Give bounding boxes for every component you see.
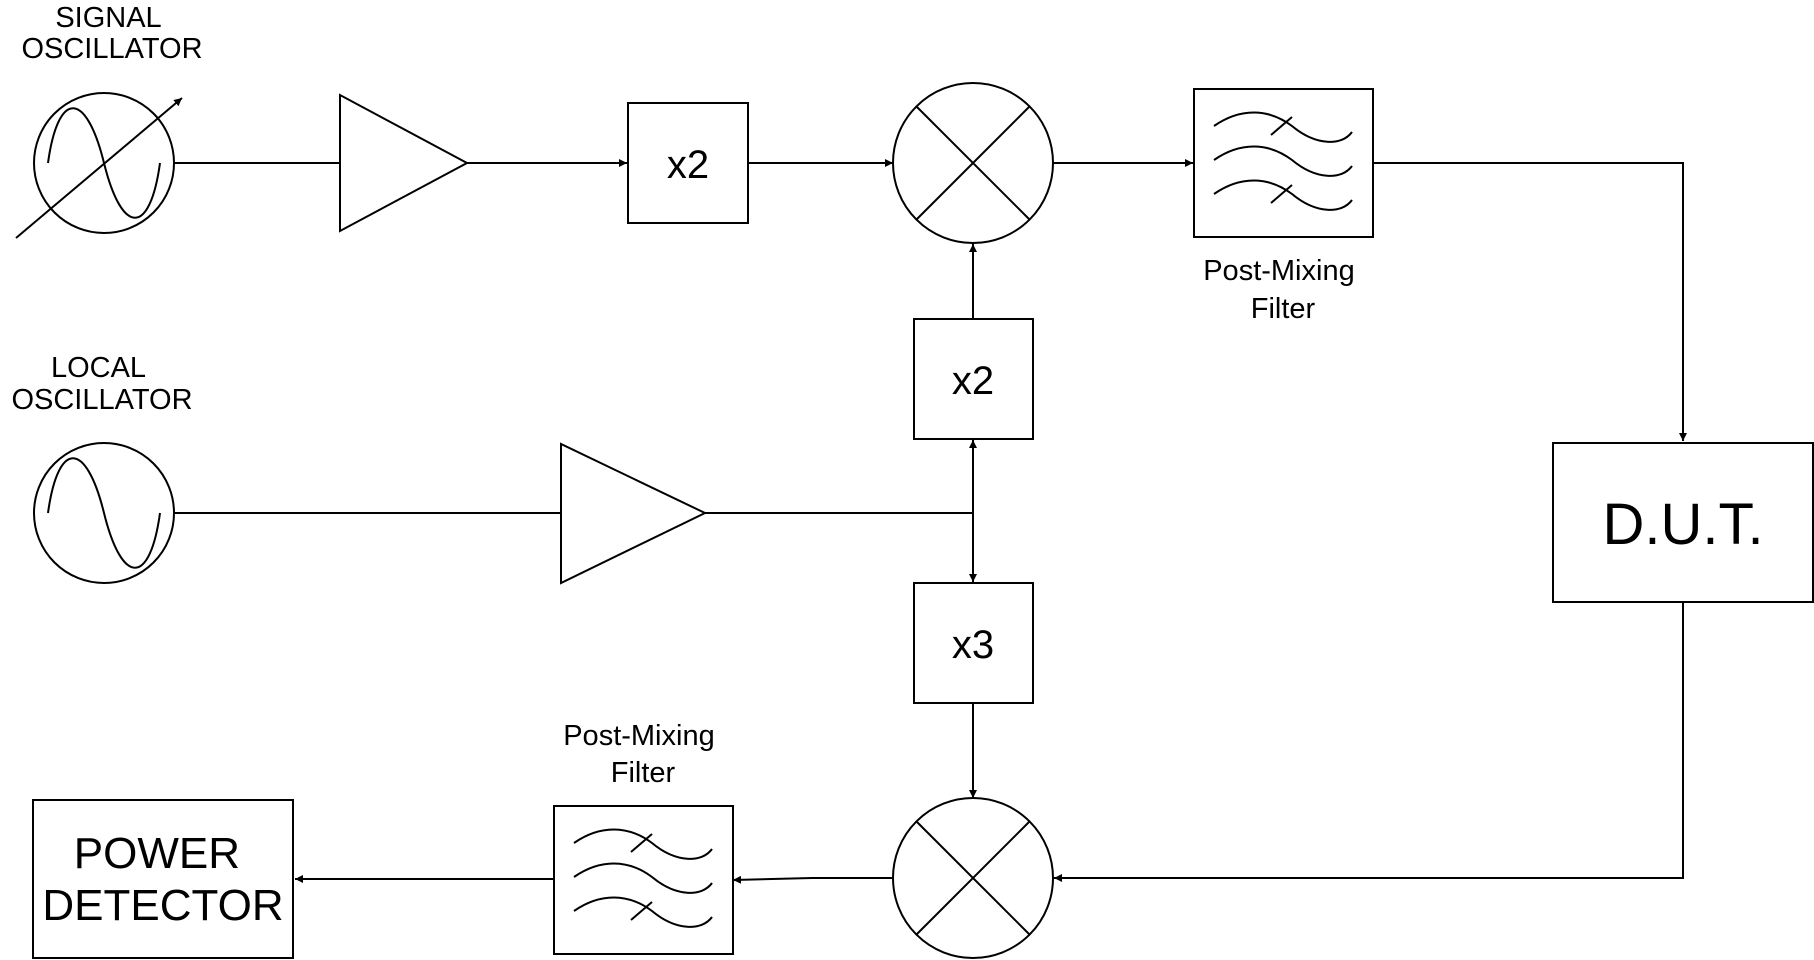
signal-oscillator: SIGNAL OSCILLATOR <box>15 2 203 239</box>
lo-x3-box <box>913 582 1034 704</box>
sine-source-icon <box>33 442 175 584</box>
signal-x2-label: x2 <box>667 143 709 187</box>
local-oscillator-label: LOCAL OSCILLATOR <box>11 352 192 416</box>
wire-filter-to-dut <box>1374 162 1687 441</box>
lo-x2-box <box>913 318 1034 440</box>
power-detector: POWER DETECTOR <box>32 799 294 959</box>
dut-label: D.U.T. <box>1602 492 1763 557</box>
lo-x3-label: x3 <box>952 623 994 667</box>
post-mixing-filter-bottom: Post-Mixing Filter <box>553 720 734 955</box>
filter-box-top <box>1193 88 1374 238</box>
signal-x2-box <box>627 102 749 224</box>
mixer-x-circle-icon <box>892 797 1054 959</box>
lo-x2-multiplier: x2 <box>913 318 1034 440</box>
wire-mixer-to-filter-bottom <box>732 875 893 884</box>
amplifier-triangle-icon <box>560 442 708 585</box>
local-oscillator: LOCAL OSCILLATOR <box>11 352 193 584</box>
power-detector-label: POWER DETECTOR <box>42 829 283 930</box>
lo-x3-multiplier: x3 <box>913 582 1034 704</box>
device-under-test: D.U.T. <box>1552 442 1814 603</box>
power-detector-box <box>32 799 294 959</box>
signal-chain-wires <box>174 159 1687 441</box>
signal-oscillator-label: SIGNAL OSCILLATOR <box>21 2 202 65</box>
mixer-x-circle-icon <box>892 82 1054 244</box>
filter-box-bottom <box>553 805 734 955</box>
bandpass-filter-icon <box>573 828 713 928</box>
signal-x2-multiplier: x2 <box>627 102 749 224</box>
post-mixing-filter-bottom-label: Post-Mixing Filter <box>563 720 723 789</box>
return-chain-wires <box>295 602 1684 884</box>
lo-x2-label: x2 <box>952 359 994 403</box>
tunable-sine-source-icon <box>15 92 183 239</box>
dut-box <box>1552 442 1814 603</box>
wire-dut-to-mixer <box>1054 602 1684 882</box>
bandpass-filter-icon <box>1213 111 1353 211</box>
post-mixing-filter-top-label: Post-Mixing Filter <box>1203 255 1363 325</box>
amplifier-triangle-icon <box>339 93 470 233</box>
post-mixing-filter-top: Post-Mixing Filter <box>1193 88 1374 325</box>
lo-chain-wires <box>174 244 977 798</box>
